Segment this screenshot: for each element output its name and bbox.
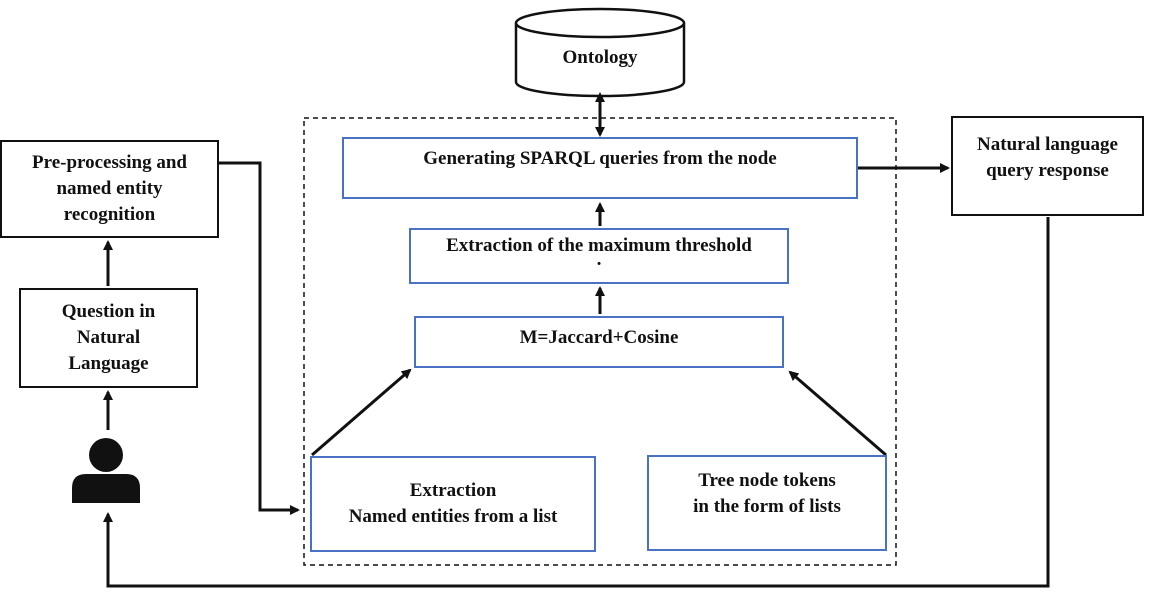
question-box: Question in Natural Language: [19, 288, 198, 388]
threshold-dot: ·: [595, 254, 603, 275]
processing-container: [303, 117, 897, 566]
tree-tokens-box: Tree node tokens in the form of lists: [647, 455, 887, 551]
threshold-label: Extraction of the maximum threshold: [446, 235, 752, 256]
ontology-label: Ontology: [562, 47, 638, 68]
metric-box: M=Jaccard+Cosine: [414, 316, 784, 368]
extraction-to-metric-arrow: [311, 368, 412, 457]
preprocessing-to-extraction-arrow: [219, 161, 300, 515]
preprocessing-box: Pre-processing and named entity recognit…: [0, 140, 219, 238]
user-icon: [72, 438, 140, 503]
extraction-box: Extraction Named entities from a list: [310, 456, 596, 552]
sparql-box: Generating SPARQL queries from the node: [342, 137, 858, 199]
response-box: Natural language query response: [951, 116, 1144, 216]
response-to-user-arrow: [103, 217, 1050, 588]
ontology-database-icon: [514, 7, 686, 98]
threshold-box: Extraction of the maximum threshold ·: [409, 228, 789, 284]
tokens-to-metric-arrow: [788, 370, 887, 457]
